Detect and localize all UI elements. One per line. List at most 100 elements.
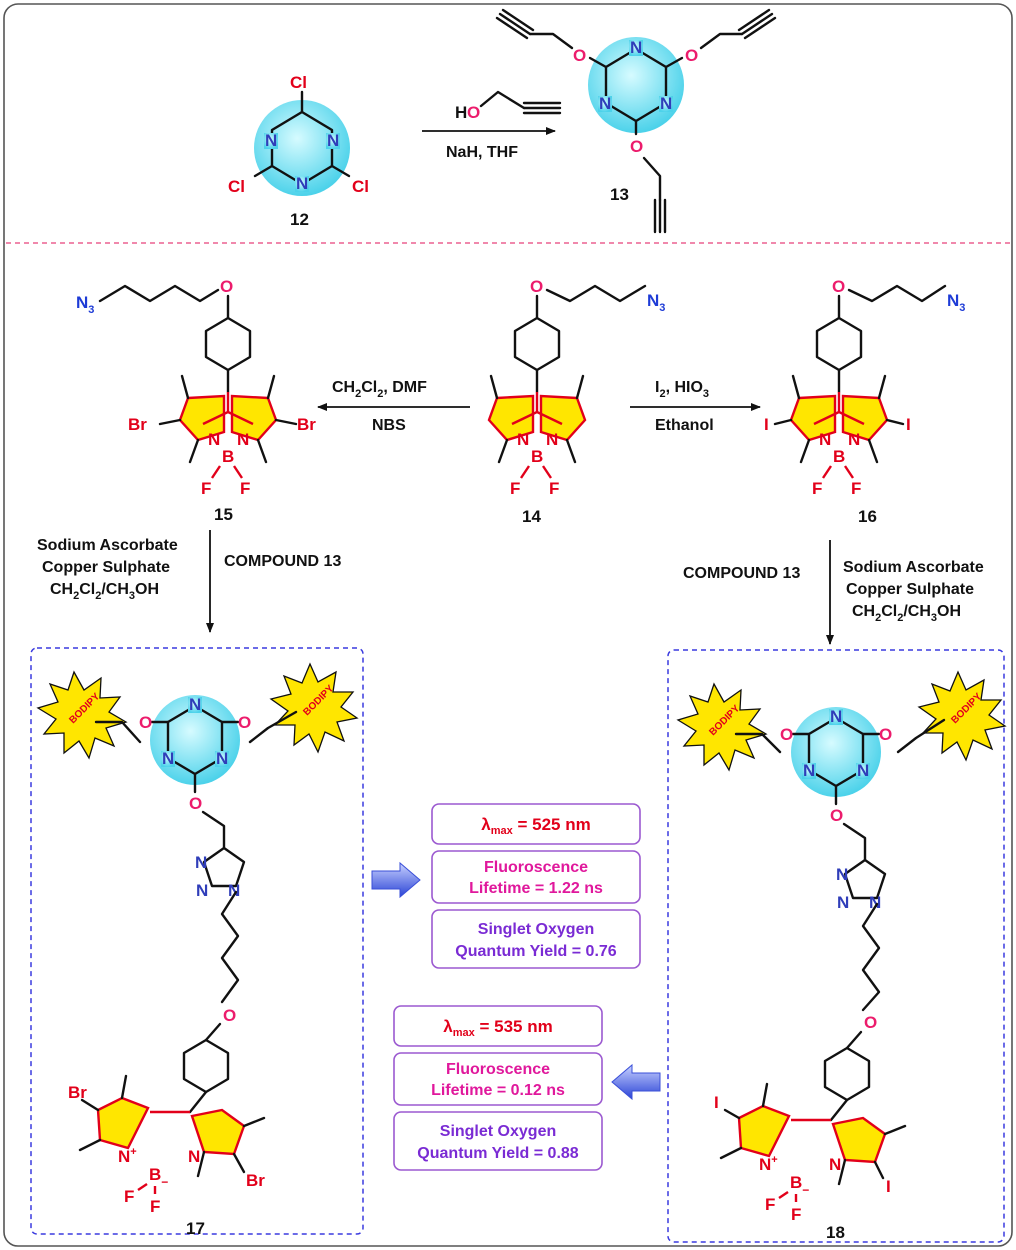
product-18-box bbox=[667, 649, 1005, 1243]
compound-16: O N3 I I N N B F F 16 bbox=[764, 277, 965, 526]
atom-n: N bbox=[189, 695, 201, 714]
atom-o: O bbox=[864, 1013, 877, 1032]
atom-n: N bbox=[265, 131, 277, 150]
atom-n: N bbox=[196, 881, 208, 900]
atom-n: N bbox=[819, 430, 831, 449]
label-18: 18 bbox=[826, 1223, 845, 1242]
atom-f: F bbox=[812, 479, 822, 498]
lambda-max-18: λmax = 535 nm bbox=[443, 1017, 552, 1039]
atom-o: O bbox=[220, 277, 233, 296]
atom-br: Br bbox=[68, 1083, 87, 1102]
label-13: 13 bbox=[610, 185, 629, 204]
atom-n: N bbox=[837, 893, 849, 912]
atom-f: F bbox=[851, 479, 861, 498]
atom-f: F bbox=[791, 1205, 801, 1224]
atom-i: I bbox=[714, 1093, 719, 1112]
compound-14: O N3 N N B F F 14 bbox=[487, 277, 665, 526]
azide-n3: N3 bbox=[947, 291, 965, 314]
azide-n3: N3 bbox=[76, 293, 94, 316]
azide-n3: N3 bbox=[647, 291, 665, 314]
atom-f: F bbox=[765, 1195, 775, 1214]
atom-n: N bbox=[803, 761, 815, 780]
bodipy-burst bbox=[269, 662, 359, 754]
label-17: 17 bbox=[186, 1219, 205, 1238]
block-arrow-right bbox=[371, 861, 421, 899]
atom-n: N bbox=[162, 749, 174, 768]
reagent-copper-sulphate: Copper Sulphate bbox=[42, 559, 170, 576]
atom-n: N bbox=[599, 94, 611, 113]
atom-b-minus: B− bbox=[149, 1165, 168, 1189]
atom-o: O bbox=[830, 806, 843, 825]
atom-n: N bbox=[546, 430, 558, 449]
atom-n: N bbox=[237, 430, 249, 449]
singlet-oxygen-label-18: Singlet Oxygen bbox=[440, 1123, 556, 1140]
compound-18: BODIPY BODIPY O O O N N N N N N O I bbox=[676, 670, 1007, 1242]
atom-n: N bbox=[660, 94, 672, 113]
singlet-oxygen-label-17: Singlet Oxygen bbox=[478, 921, 594, 938]
properties-17: λmax = 525 nm Fluoroscence Lifetime = 1.… bbox=[431, 803, 641, 969]
compound-13: O O O N N N 13 bbox=[495, 8, 777, 234]
atom-o: O bbox=[467, 103, 480, 122]
lambda-max-17: λmax = 525 nm bbox=[481, 815, 590, 837]
compound-13-ref: COMPOUND 13 bbox=[683, 565, 800, 582]
properties-18: λmax = 535 nm Fluoroscence Lifetime = 0.… bbox=[393, 1005, 603, 1171]
conditions-ch2cl2-dmf: CH2Cl2, DMF bbox=[332, 379, 427, 400]
atom-o: O bbox=[238, 713, 251, 732]
atom-o: O bbox=[832, 277, 845, 296]
outer-frame bbox=[3, 3, 1013, 1247]
label-12: 12 bbox=[290, 210, 309, 229]
bodipy-burst bbox=[36, 670, 128, 760]
atom-b-minus: B− bbox=[790, 1173, 809, 1197]
atom-n: N bbox=[208, 430, 220, 449]
conditions-i2-hio3: I2, HIO3 bbox=[655, 379, 709, 400]
atom-n: N bbox=[327, 131, 339, 150]
block-arrow-left bbox=[611, 1063, 661, 1101]
atom-n: N bbox=[836, 865, 848, 884]
atom-o: O bbox=[573, 46, 586, 65]
atom-f: F bbox=[201, 479, 211, 498]
fluorescence-label-18: Fluoroscence bbox=[446, 1061, 550, 1078]
atom-cl: Cl bbox=[290, 73, 307, 92]
atom-n: N bbox=[195, 853, 207, 872]
atom-n: N bbox=[869, 893, 881, 912]
conditions-nbs: NBS bbox=[372, 417, 406, 434]
propargyl-alcohol: H O bbox=[455, 90, 562, 122]
atom-br: Br bbox=[128, 415, 147, 434]
bodipy-burst bbox=[917, 670, 1007, 762]
atom-n-plus: N+ bbox=[759, 1154, 778, 1174]
compound-17: BODIPY BODIPY O O O N N N N N N O bbox=[36, 662, 359, 1238]
reagent-copper-sulphate: Copper Sulphate bbox=[846, 581, 974, 598]
compound-13-ref: COMPOUND 13 bbox=[224, 553, 341, 570]
reagent-sodium-ascorbate: Sodium Ascorbate bbox=[37, 537, 178, 554]
compound-15: N3 O Br Br N N B F F 15 bbox=[76, 277, 316, 524]
atom-o: O bbox=[530, 277, 543, 296]
atom-o: O bbox=[780, 725, 793, 744]
atom-i: I bbox=[906, 415, 911, 434]
atom-b: B bbox=[833, 447, 845, 466]
atom-i: I bbox=[764, 415, 769, 434]
atom-o: O bbox=[189, 794, 202, 813]
atom-i: I bbox=[886, 1177, 891, 1196]
label-14: 14 bbox=[522, 507, 541, 526]
atom-o: O bbox=[139, 713, 152, 732]
fluorescence-lifetime-17: Lifetime = 1.22 ns bbox=[469, 880, 603, 897]
conditions-nah-thf: NaH, THF bbox=[446, 144, 518, 161]
compound-12: Cl Cl Cl N N N 12 bbox=[228, 73, 369, 229]
atom-br: Br bbox=[246, 1171, 265, 1190]
atom-h: H bbox=[455, 103, 467, 122]
conditions-ethanol: Ethanol bbox=[655, 417, 714, 434]
atom-n: N bbox=[630, 38, 642, 57]
reagent-sodium-ascorbate: Sodium Ascorbate bbox=[843, 559, 984, 576]
atom-n: N bbox=[857, 761, 869, 780]
atom-f: F bbox=[549, 479, 559, 498]
solvent-mix: CH2Cl2/CH3OH bbox=[852, 603, 961, 624]
atom-b: B bbox=[222, 447, 234, 466]
atom-f: F bbox=[240, 479, 250, 498]
atom-n: N bbox=[188, 1147, 200, 1166]
solvent-mix: CH2Cl2/CH3OH bbox=[50, 581, 159, 602]
atom-f: F bbox=[150, 1197, 160, 1216]
atom-o: O bbox=[223, 1006, 236, 1025]
fluorescence-lifetime-18: Lifetime = 0.12 ns bbox=[431, 1082, 565, 1099]
label-15: 15 bbox=[214, 505, 233, 524]
atom-b: B bbox=[531, 447, 543, 466]
